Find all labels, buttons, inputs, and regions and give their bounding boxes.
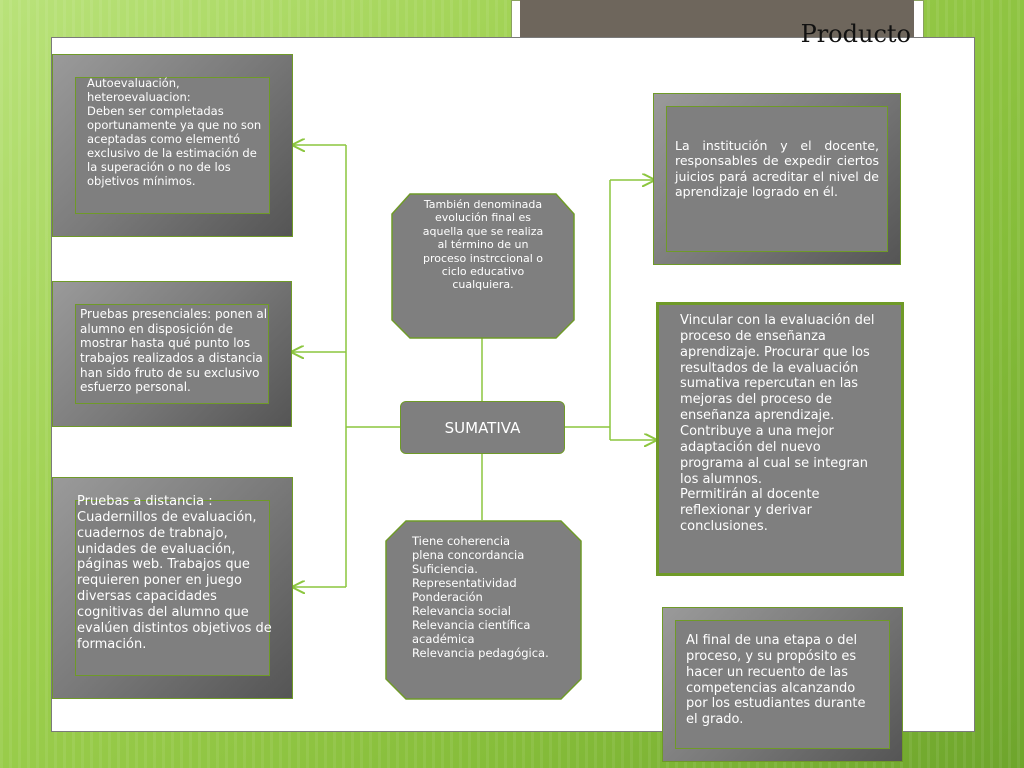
- octagon-top-center: [391, 193, 575, 339]
- text-pruebas-presenciales: Pruebas presenciales: ponen al alumno en…: [80, 307, 268, 395]
- box-face: [666, 106, 888, 252]
- box-institucion-docente: [653, 93, 901, 265]
- text-al-final: Al final de una etapa o del proceso, y s…: [686, 633, 866, 728]
- text-tambien-denominada: También denominada evolución final es aq…: [422, 198, 544, 292]
- box-pruebas-presenciales: [52, 281, 292, 427]
- text-pruebas-distancia: Pruebas a distancia : Cuadernillos de ev…: [77, 494, 272, 652]
- text-vincular: Vincular con la evaluación del proceso d…: [680, 313, 875, 535]
- text-autoevaluacion: Autoevaluación, heteroevaluacion: Deben …: [87, 76, 262, 189]
- box-face: [75, 77, 270, 214]
- box-face: [75, 304, 269, 404]
- box-al-final: [662, 607, 903, 762]
- box-autoevaluacion: [52, 54, 293, 237]
- node-sumativa: SUMATIVA: [400, 401, 565, 454]
- page-title: Producto: [800, 20, 911, 48]
- box-face: [675, 620, 890, 749]
- text-coherencia: Tiene coherencia plena concordancia Sufi…: [412, 534, 549, 661]
- octagon-bottom-center: [385, 520, 582, 700]
- box-vincular: [656, 302, 904, 576]
- text-institucion-docente: La institución y el docente, responsable…: [675, 138, 879, 199]
- box-pruebas-distancia: [52, 477, 293, 699]
- box-face: [75, 500, 270, 676]
